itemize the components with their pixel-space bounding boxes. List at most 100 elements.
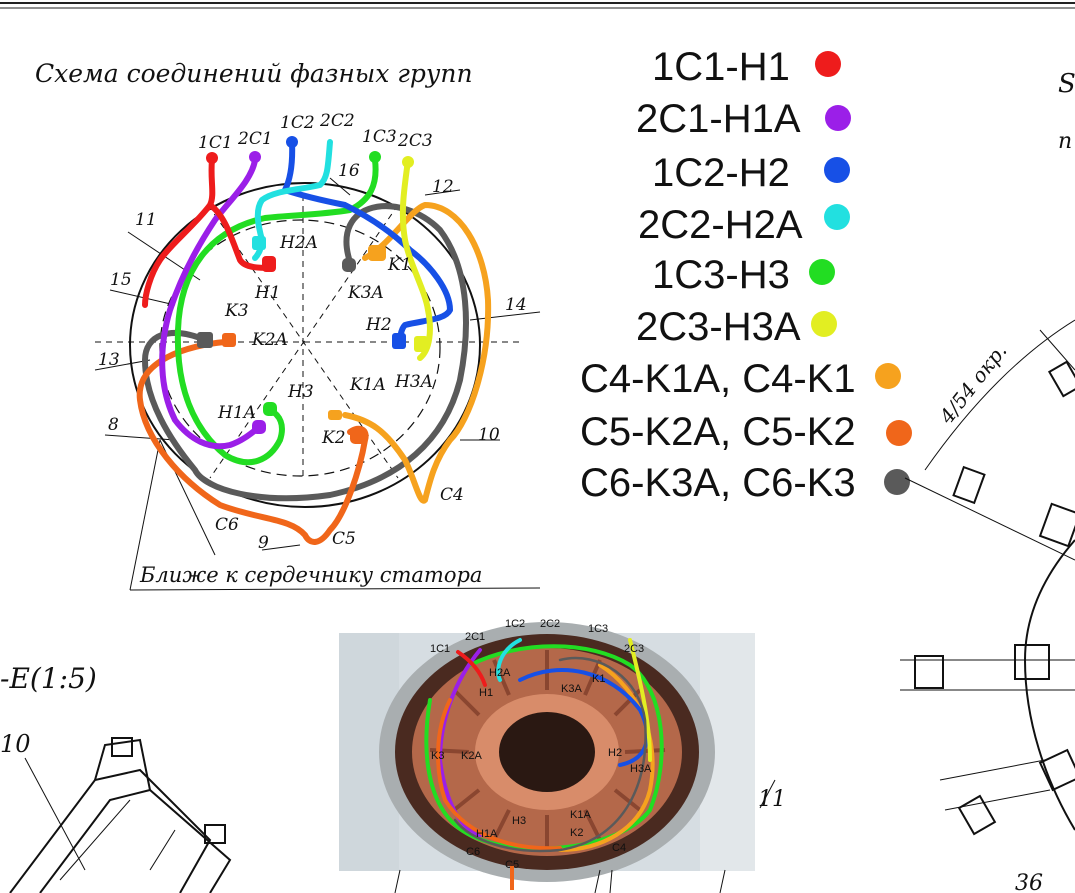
terminal-dots xyxy=(197,136,428,444)
colored-wires xyxy=(136,139,492,545)
bottom-scraps: 11 xyxy=(394,779,786,893)
diagram-title: Схема соединений фазных групп xyxy=(35,59,473,88)
legend-label: C6-K3A, C6-K3 xyxy=(580,461,856,505)
photo-label: H2A xyxy=(489,667,511,679)
photo-label: K1A xyxy=(570,809,591,821)
legend-swatch xyxy=(824,157,850,183)
terminal-label: 1C3 xyxy=(362,127,397,147)
photo-label: C4 xyxy=(612,842,626,854)
photo-label: 2C2 xyxy=(540,618,560,630)
inner-labels: H2A H1 K3 K2A H3 H1A K3A H2 H3A K1A K2 K… xyxy=(217,233,433,448)
inner-label: K3 xyxy=(224,301,249,321)
bottom-note: Ближе к сердечнику статора xyxy=(139,563,482,587)
photo-label: H3A xyxy=(630,763,652,775)
legend-swatch xyxy=(809,259,835,285)
legend-label: 2C2-H2A xyxy=(638,203,803,247)
photo-label: H1 xyxy=(479,687,493,699)
legend-label: C4-K1A, C4-K1 xyxy=(580,357,856,401)
wire-c5 xyxy=(136,339,369,545)
wire-2c1-h1a xyxy=(159,157,265,450)
legend-label: 1C2-H2 xyxy=(652,151,790,195)
angle-label: 4/54 окр. xyxy=(934,339,1012,429)
legend-label: 2C3-H3A xyxy=(636,305,801,349)
corner-letter: S xyxy=(1058,69,1075,99)
photo-label: K3 xyxy=(431,750,444,762)
inner-label: H1A xyxy=(217,403,256,423)
inner-label: H3 xyxy=(287,382,314,402)
corner-letter: п xyxy=(1058,129,1072,154)
wire-1c3-h3 xyxy=(174,157,379,466)
color-legend: 1C1-H1 2C1-H1A 1C2-H2 2C2-H2A 1C3-H3 2C3… xyxy=(580,45,912,505)
photo-label: K2A xyxy=(461,750,482,762)
inner-label: K2 xyxy=(321,428,346,448)
callout-number: 11 xyxy=(135,210,157,230)
legend-swatch xyxy=(815,51,841,77)
callout-number: 10 xyxy=(478,425,500,445)
photo-labels: 1C1 2C1 1C2 2C2 1C3 2C3 H2A H1 K3A K1 K3… xyxy=(430,618,652,871)
stator-photo: 1C1 2C1 1C2 2C2 1C3 2C3 H2A H1 K3A K1 K3… xyxy=(339,618,755,890)
callout-number: 9 xyxy=(258,533,269,553)
callout-number: 16 xyxy=(338,161,360,181)
legend-swatch xyxy=(825,105,851,131)
legend-label: 1C1-H1 xyxy=(652,45,790,89)
legend-swatch xyxy=(875,363,901,389)
callout-number: 15 xyxy=(110,270,132,290)
stator-ring xyxy=(129,182,481,508)
inner-label: K2A xyxy=(251,330,288,350)
legend-swatch xyxy=(811,311,837,337)
legend-swatch xyxy=(886,420,912,446)
inner-label: K1A xyxy=(349,375,386,395)
terminal-label: 1C1 xyxy=(198,133,233,153)
sheet-border xyxy=(0,2,1075,9)
terminal-label: 2C1 xyxy=(237,129,273,149)
photo-label: 1C2 xyxy=(505,618,525,630)
legend-label: 1C3-H3 xyxy=(652,253,790,297)
wire-2c3-h3a xyxy=(399,157,433,361)
terminal-labels: 1C1 2C1 1C2 2C2 1C3 2C3 xyxy=(198,111,433,153)
photo-label: 2C3 xyxy=(624,643,644,655)
inner-label: H3A xyxy=(394,372,433,392)
wiring-diagram: 1C1 2C1 1C2 2C2 1C3 2C3 H2A H1 K3 K2A H3… xyxy=(94,111,541,591)
photo-label: C5 xyxy=(505,859,519,871)
photo-label: 2C1 xyxy=(465,631,485,643)
callout-number: 8 xyxy=(108,415,119,435)
photo-label: 1C1 xyxy=(430,643,450,655)
page-number: 36 xyxy=(1015,871,1043,893)
bottom-labels: C6 C5 C4 xyxy=(215,485,464,549)
callout-number: 10 xyxy=(0,730,31,758)
photo-label: C6 xyxy=(466,846,480,858)
callout-number: 13 xyxy=(98,350,120,370)
inner-label: H2 xyxy=(365,315,392,335)
inner-label: H1 xyxy=(254,283,281,303)
terminal-label: 1C2 xyxy=(280,113,315,133)
callout-numbers: 11 15 13 8 9 16 12 14 10 xyxy=(98,161,527,553)
bottom-label: C5 xyxy=(332,529,356,549)
wire-1c1-h1 xyxy=(142,157,273,308)
callout-number: 12 xyxy=(432,177,454,197)
legend-swatch xyxy=(824,204,850,230)
stator-arc xyxy=(1023,539,1075,831)
bottom-label: C4 xyxy=(440,485,464,505)
inner-label: H2A xyxy=(279,233,318,253)
left-drawing: -E(1:5) 10 xyxy=(0,662,232,893)
photo-label: K2 xyxy=(570,827,583,839)
bottom-label: C6 xyxy=(215,515,239,535)
photo-label: K3A xyxy=(561,683,582,695)
photo-label: K1 xyxy=(592,673,605,685)
legend-label: C5-K2A, C5-K2 xyxy=(580,410,856,454)
photo-label: 1C3 xyxy=(588,623,608,635)
callout-number: 11 xyxy=(758,787,786,812)
photo-label: H3 xyxy=(512,815,526,827)
angle-arc xyxy=(924,319,1075,471)
right-drawing: S п 4/54 окр. 36 xyxy=(900,69,1075,893)
terminal-label: 2C2 xyxy=(319,111,355,131)
photo-label: H2 xyxy=(608,747,622,759)
terminal-label: 2C3 xyxy=(397,131,433,151)
legend-swatch xyxy=(884,469,910,495)
callout-number: 14 xyxy=(505,295,527,315)
photo-label: H1A xyxy=(476,828,498,840)
section-label: -E(1:5) xyxy=(0,662,97,695)
legend-label: 2C1-H1A xyxy=(636,97,801,141)
inner-label: K3A xyxy=(347,283,384,303)
